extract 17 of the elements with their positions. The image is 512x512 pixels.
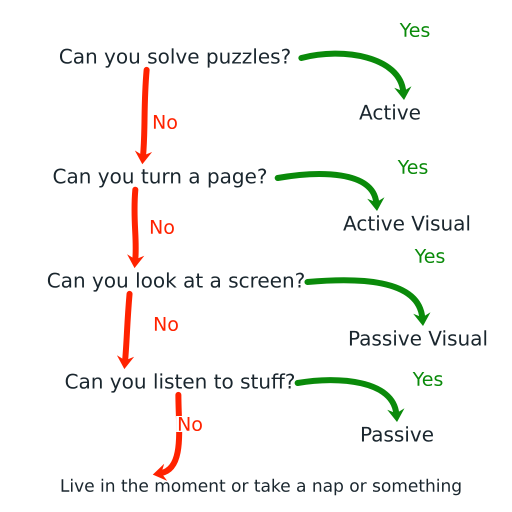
conclusion-text: Live in the moment or take a nap or something <box>62 478 461 496</box>
edge-label: No <box>152 316 180 332</box>
edge-label: Yes <box>398 22 432 38</box>
edge-label: Yes <box>412 370 444 388</box>
answer-text: Active <box>359 104 420 120</box>
question-text: Can you solve puzzles? <box>60 48 290 68</box>
edge-label: Yes <box>414 248 446 264</box>
question-text: Can you listen to stuff? <box>66 373 294 393</box>
question-text: Can you look at a screen? <box>48 272 304 292</box>
edge-label: Yes <box>396 158 430 176</box>
edge-label: No <box>148 218 176 236</box>
answer-text: Active Visual <box>343 215 470 231</box>
question-text: Can you turn a page? <box>54 168 266 188</box>
edge-label: No <box>151 114 179 130</box>
answer-text: Passive Visual <box>350 330 486 346</box>
edge-label: No <box>176 416 204 432</box>
answer-text: Passive <box>362 426 433 442</box>
